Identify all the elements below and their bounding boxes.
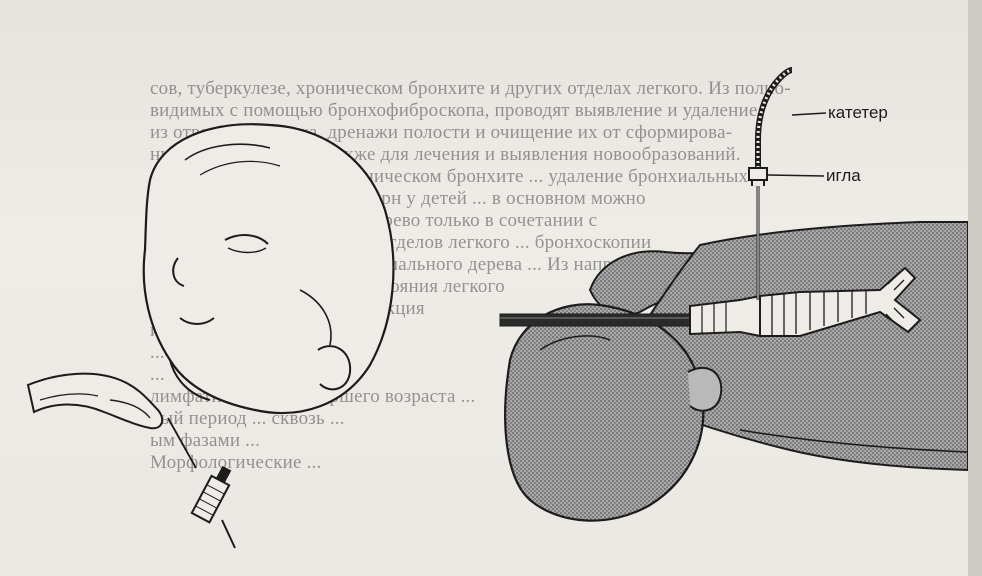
syringe-drawing bbox=[168, 418, 236, 548]
patient-body-drawing bbox=[505, 222, 968, 521]
page-edge bbox=[968, 0, 982, 576]
hand-drawing bbox=[28, 374, 162, 429]
catheter-label: катетер bbox=[828, 103, 888, 123]
needle-label: игла bbox=[826, 166, 861, 186]
infant-head-drawing bbox=[144, 124, 394, 413]
